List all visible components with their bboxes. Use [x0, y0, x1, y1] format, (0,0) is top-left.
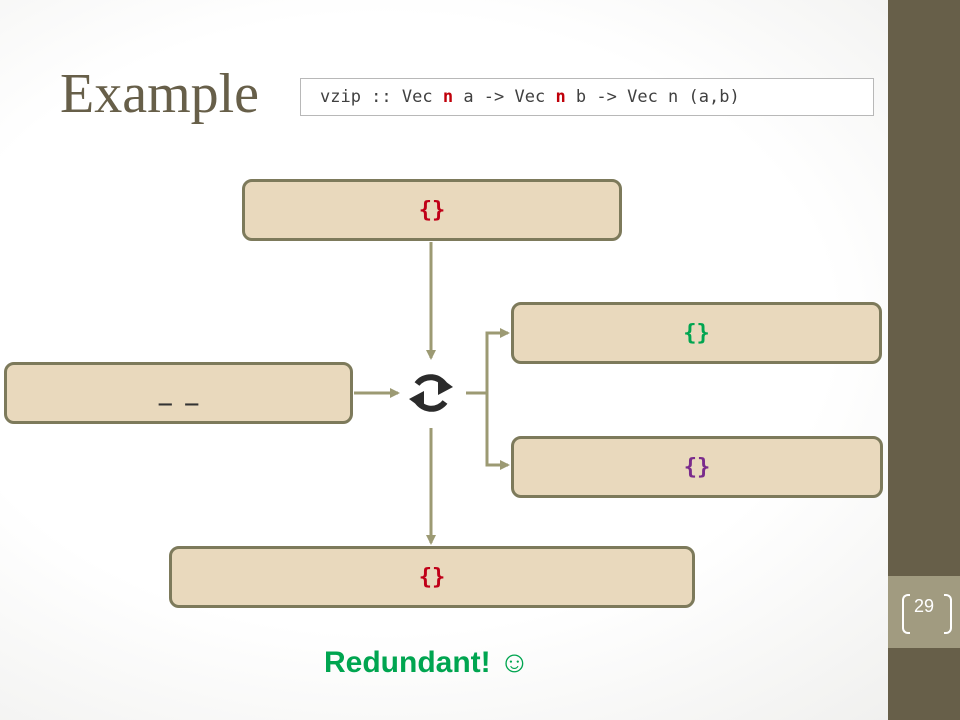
signature-middle: a -> Vec: [453, 87, 556, 107]
signature-n-highlight-1: n: [442, 87, 454, 107]
slide-title: Example: [60, 63, 260, 125]
slide-number-bracket-right: [944, 594, 952, 634]
arrow-branch-to-right-bottom: [485, 393, 510, 470]
box-top: {}: [242, 179, 622, 241]
signature-n-highlight-2: n: [555, 87, 566, 107]
box-left-label: _ _: [158, 380, 199, 406]
slide-number: 29: [913, 596, 935, 616]
type-signature-box: vzip :: Vec n a -> Vec n b -> Vec n (a,b…: [300, 78, 874, 116]
box-right-top-label: {}: [683, 320, 710, 346]
box-top-label: {}: [418, 197, 446, 223]
box-bottom: {}: [169, 546, 695, 608]
signature-suffix: b -> Vec n (a,b): [565, 87, 740, 107]
box-right-bottom: {}: [511, 436, 883, 498]
connector-arrows: [354, 242, 510, 545]
refresh-icon: [409, 374, 453, 412]
redundant-caption: Redundant! ☺: [324, 646, 530, 679]
slide-number-bracket-left: [902, 594, 910, 634]
signature-prefix: vzip :: Vec: [320, 87, 443, 107]
box-left: _ _: [4, 362, 353, 424]
box-right-top: {}: [511, 302, 882, 364]
arrow-branch-to-right-top: [485, 328, 510, 393]
box-bottom-label: {}: [418, 564, 446, 590]
slide-number-box: [888, 576, 960, 648]
box-right-bottom-label: {}: [683, 454, 711, 480]
